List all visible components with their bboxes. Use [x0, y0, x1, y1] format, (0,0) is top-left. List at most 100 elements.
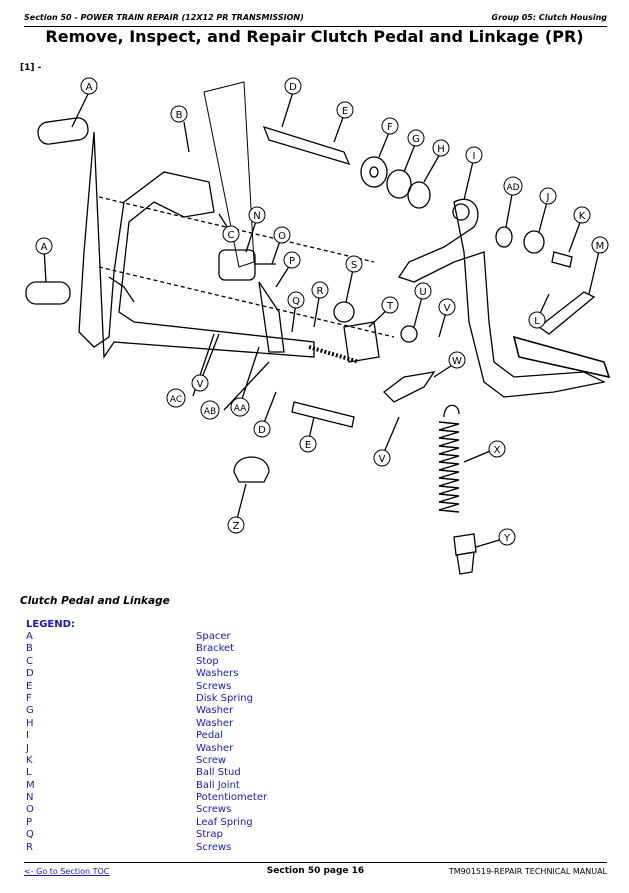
legend-value: Spacer — [196, 631, 231, 642]
legend-value: Bracket — [196, 643, 235, 655]
legend-row: K Screw — [26, 755, 326, 767]
legend-key: Q — [26, 829, 34, 841]
clutch-pedal-exploded-diagram: A B C D E F G H I AD J K M L N O P S R Q… — [25, 77, 611, 575]
callout: M — [596, 241, 605, 252]
legend-row: D Washers — [26, 668, 326, 680]
legend-key: N — [26, 792, 34, 804]
legend-value: Screws — [196, 841, 232, 853]
callout: O — [278, 231, 286, 242]
legend-row: J Washer — [26, 743, 326, 755]
legend-key: D — [26, 668, 34, 680]
legend-value: Screws — [196, 680, 232, 692]
section-title: Section 50 - POWER TRAIN REPAIR (12X12 P… — [24, 13, 304, 22]
callout: Z — [233, 521, 240, 532]
callout: B — [176, 110, 183, 121]
legend-title: LEGEND: — [26, 619, 75, 630]
legend-value: Washers — [196, 668, 239, 680]
figure-reference: [1] - — [20, 63, 42, 73]
callout: AC — [170, 395, 182, 405]
legend-value: Ball Stud — [196, 767, 241, 779]
legend-value: Washer — [196, 705, 234, 717]
callout: V — [444, 303, 451, 314]
legend-key: K — [26, 754, 33, 766]
legend-value: Disk Spring — [196, 692, 253, 704]
legend-value: Stop — [196, 655, 219, 667]
legend-key: R — [26, 841, 33, 853]
page-footer: <- Go to Section TOC Section 50 page 16 … — [24, 862, 607, 881]
page-title: Remove, Inspect, and Repair Clutch Pedal… — [45, 27, 584, 46]
legend-row: A Spacer — [26, 631, 326, 643]
callout: H — [437, 144, 445, 155]
callout: F — [387, 122, 393, 133]
callout: P — [289, 256, 295, 267]
callout: AD — [506, 183, 519, 193]
manual-id: TM901519-REPAIR TECHNICAL MANUAL — [448, 867, 607, 876]
legend-value: Screws — [196, 804, 232, 816]
page-number: Section 50 page 16 — [266, 866, 365, 876]
legend-value: Washer — [196, 742, 234, 754]
legend-key: H — [26, 717, 34, 729]
callout: I — [473, 151, 476, 162]
callout: L — [534, 316, 540, 327]
legend-value: Potentiometer — [196, 792, 268, 804]
legend-key: L — [26, 767, 32, 779]
legend-row: O Screws — [26, 804, 326, 816]
legend-key: P — [26, 816, 33, 828]
callout: D — [289, 82, 297, 93]
callout: E — [342, 106, 348, 117]
legend-row: H Washer — [26, 718, 326, 730]
callout: AB — [204, 407, 216, 417]
legend-row: R Screws — [26, 842, 326, 854]
callout: Q — [292, 296, 300, 307]
callout: V — [197, 379, 204, 390]
legend-key: C — [26, 655, 33, 667]
callout: A — [86, 82, 93, 93]
legend-key: O — [26, 804, 34, 816]
legend-row: I Pedal — [26, 730, 326, 742]
legend-key: J — [26, 742, 29, 754]
legend-value: Screw — [196, 754, 227, 766]
legend-row: G Washer — [26, 705, 326, 717]
legend-key: I — [26, 730, 29, 742]
callout: C — [228, 230, 235, 241]
callout: T — [386, 301, 394, 312]
callout: AA — [234, 404, 247, 414]
legend-key: B — [26, 643, 33, 655]
callout: V — [379, 454, 386, 465]
legend-row: P Leaf Spring — [26, 817, 326, 829]
callout: N — [253, 211, 260, 222]
callout: E — [305, 440, 311, 451]
figure-caption: Clutch Pedal and Linkage — [20, 595, 170, 607]
legend-value: Strap — [196, 829, 223, 841]
legend-key: F — [26, 692, 32, 704]
legend-key: A — [26, 631, 33, 642]
callout: S — [351, 260, 357, 271]
legend-row: Q Strap — [26, 829, 326, 841]
legend-row: L Ball Stud — [26, 767, 326, 779]
callout: K — [579, 211, 586, 222]
group-title: Group 05: Clutch Housing — [491, 13, 608, 22]
callout: A — [41, 242, 48, 253]
legend-value: Pedal — [196, 730, 224, 742]
legend-row: M Ball Joint — [26, 780, 326, 792]
section-toc-link[interactable]: <- Go to Section TOC — [24, 867, 110, 876]
legend-row: N Potentiometer — [26, 792, 326, 804]
legend-row: B Bracket — [26, 643, 326, 655]
bracket-shape — [78, 131, 315, 360]
callout: W — [452, 356, 462, 367]
legend-value: Washer — [196, 717, 234, 729]
legend-key: G — [26, 705, 34, 717]
callout: R — [317, 286, 324, 297]
callout: D — [258, 425, 266, 436]
legend-value: Leaf Spring — [196, 816, 253, 828]
legend-row: F Disk Spring — [26, 693, 326, 705]
legend-value: Ball Joint — [196, 779, 240, 791]
callout: X — [494, 445, 501, 456]
callout: Y — [503, 533, 511, 544]
pedal-shape — [397, 198, 606, 398]
page-header: Section 50 - POWER TRAIN REPAIR (12X12 P… — [24, 12, 607, 27]
callout: J — [546, 192, 550, 203]
legend-key: M — [26, 779, 35, 791]
